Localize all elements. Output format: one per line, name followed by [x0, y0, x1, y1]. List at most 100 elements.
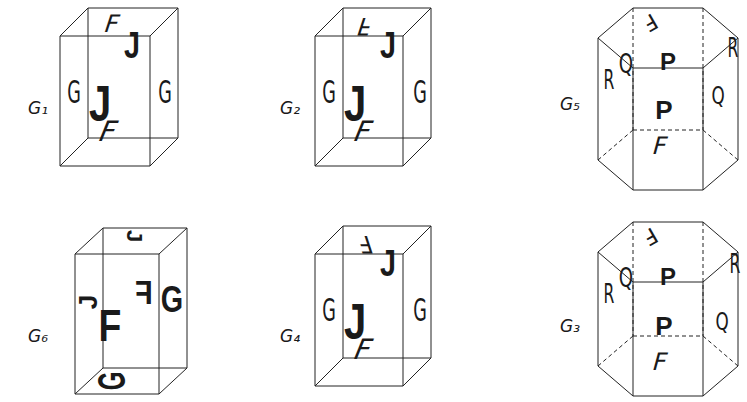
- cube-edge: [403, 358, 431, 386]
- face-letter: Q: [711, 84, 724, 108]
- face-letter: R: [730, 251, 741, 277]
- cube-edge: [159, 228, 187, 254]
- face-letter: P: [660, 265, 676, 289]
- prism-edge: [598, 336, 633, 366]
- face-letter: P: [655, 313, 672, 339]
- face-letter: G: [67, 76, 81, 108]
- cube-edge: [315, 358, 343, 386]
- cube-edge: [159, 254, 160, 394]
- cube-edge: [60, 166, 150, 167]
- face-letter: R: [604, 67, 615, 93]
- prism-edge: [633, 222, 703, 223]
- face-letter: F: [650, 134, 670, 158]
- cube-edge: [103, 228, 187, 229]
- face-letter: Q: [715, 310, 728, 334]
- prism-edge: [703, 130, 738, 160]
- cube-edge: [315, 386, 403, 387]
- cube-edge: [343, 8, 344, 138]
- prism-edge: [703, 222, 738, 252]
- cube-edge: [60, 36, 61, 166]
- cube-edge: [403, 226, 431, 254]
- cube-edge: [103, 368, 187, 369]
- prism-edge: [703, 336, 738, 366]
- cube-edge: [431, 8, 432, 138]
- face-letter: J: [75, 295, 101, 309]
- cube-edge: [88, 8, 178, 9]
- prism-edge: [598, 8, 633, 38]
- cube-edge: [315, 36, 316, 166]
- cube-edge: [60, 138, 88, 166]
- face-letter: F: [354, 14, 376, 38]
- cube-edge: [75, 228, 103, 254]
- face-letter: G: [322, 294, 336, 326]
- cube-edge: [431, 226, 432, 358]
- cube-edge: [343, 226, 431, 227]
- cube-edge: [343, 8, 431, 9]
- face-letter: Q: [619, 265, 633, 291]
- face-letter: G: [413, 294, 427, 326]
- cube-edge: [159, 368, 187, 394]
- cube-edge: [75, 394, 159, 395]
- prism-edge: [598, 222, 633, 252]
- prism-edge: [703, 160, 738, 190]
- cube-edge: [403, 138, 431, 166]
- face-letter: G: [413, 76, 427, 108]
- face-letter: Q: [619, 51, 633, 77]
- face-letter: G: [161, 282, 183, 318]
- prism-edge: [703, 366, 738, 396]
- prism-edge: [703, 8, 738, 38]
- cube-edge: [343, 226, 344, 358]
- prism-edge: [703, 282, 704, 396]
- face-letter: F: [101, 12, 123, 36]
- figure-label: G₁: [28, 100, 48, 117]
- cube-edge: [150, 138, 178, 166]
- face-letter: J: [380, 28, 396, 64]
- cube-edge: [315, 8, 343, 36]
- face-letter: J: [123, 230, 145, 242]
- cube-edge: [187, 228, 188, 368]
- face-letter: F: [135, 275, 153, 309]
- face-letter: J: [124, 28, 140, 64]
- prism-edge: [703, 68, 704, 190]
- face-letter: F: [354, 232, 376, 256]
- face-letter: P: [660, 50, 676, 74]
- face-letter: G: [158, 76, 172, 108]
- cube-edge: [75, 254, 76, 394]
- prism-edge: [598, 38, 599, 160]
- cube-edge: [178, 8, 179, 138]
- prism-edge: [633, 190, 703, 191]
- face-letter: F: [639, 223, 661, 248]
- cube-edge: [150, 36, 151, 166]
- prism-edge: [598, 366, 633, 396]
- cube-edge: [403, 254, 404, 386]
- face-letter: F: [639, 9, 661, 34]
- face-letter: R: [728, 35, 739, 61]
- cube-edge: [315, 138, 343, 166]
- prism-edge: [598, 252, 599, 366]
- face-letter: G: [93, 372, 131, 391]
- figure-label: G₅: [560, 96, 580, 113]
- prism-edge: [633, 282, 634, 396]
- prism-edge: [633, 68, 634, 190]
- face-letter: F: [99, 304, 122, 348]
- prism-edge: [633, 130, 703, 131]
- cube-edge: [315, 226, 343, 254]
- cube-edge: [88, 8, 89, 138]
- figure-label: G₆: [28, 328, 48, 345]
- figure-label: G₂: [280, 100, 300, 117]
- prism-edge: [633, 396, 703, 397]
- prism-edge: [633, 8, 703, 9]
- face-letter: F: [650, 350, 670, 374]
- cube-edge: [60, 8, 88, 36]
- cube-edge: [75, 254, 159, 255]
- figure-label: G₄: [280, 328, 300, 345]
- cube-edge: [150, 8, 178, 36]
- face-letter: G: [322, 76, 336, 108]
- prism-edge: [598, 130, 633, 160]
- figure-label: G₃: [560, 318, 580, 335]
- face-letter: P: [655, 97, 672, 123]
- prism-edge: [598, 160, 633, 190]
- cube-edge: [403, 8, 431, 36]
- cube-edge: [315, 166, 403, 167]
